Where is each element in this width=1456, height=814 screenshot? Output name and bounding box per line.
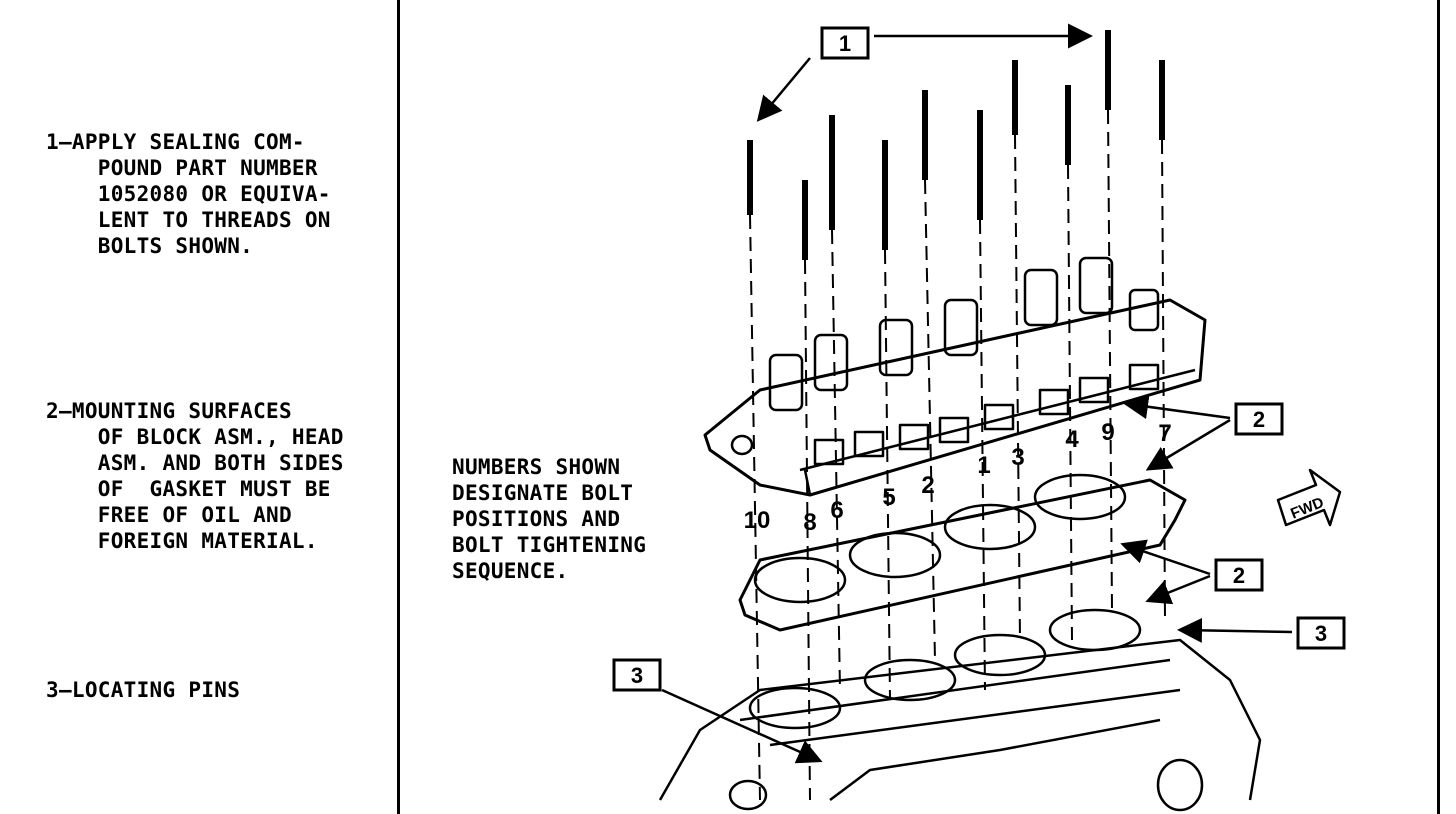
callout-1-label: 1	[839, 31, 851, 56]
sequence-number: 8	[803, 509, 816, 536]
callout-3-right-label: 3	[1315, 621, 1327, 646]
sequence-number: 2	[921, 472, 934, 499]
sequence-number: 7	[1158, 420, 1171, 447]
sequence-number: 5	[882, 484, 895, 511]
callout-2-lower-leader-b	[1145, 574, 1211, 605]
head-bolts	[747, 30, 1166, 801]
note-locating-pins: 3–LOCATING PINS	[46, 678, 241, 702]
sequence-number: 1	[977, 452, 990, 479]
bolt-sequence-caption: NUMBERS SHOWN DESIGNATE BOLT POSITIONS A…	[452, 455, 647, 583]
sequence-number: 6	[830, 497, 843, 524]
note-mounting-surfaces: 2–MOUNTING SURFACES OF BLOCK ASM., HEAD …	[46, 399, 344, 553]
callout-3-left-leader	[661, 688, 823, 764]
callout-1-leader-left	[756, 57, 811, 122]
right-border	[1437, 0, 1440, 814]
sequence-number: 10	[744, 507, 771, 534]
callout-1-box	[820, 26, 870, 60]
callout-3-right-box	[1296, 616, 1346, 650]
engine-block-illustration	[658, 256, 1262, 812]
callout-2-lower-box	[1214, 558, 1264, 592]
callout-2-lower-leader-a	[1120, 539, 1211, 576]
callout-3-left-label: 3	[631, 663, 643, 688]
callout-2-upper-leader-b	[1145, 418, 1231, 471]
column-divider	[397, 0, 400, 814]
callout-3-left-box	[612, 658, 662, 692]
callout-2-lower-label: 2	[1233, 563, 1245, 588]
sequence-number: 3	[1011, 444, 1024, 471]
callout-3-right-leader	[1177, 617, 1293, 643]
note-sealing-compound: 1–APPLY SEALING COM- POUND PART NUMBER 1…	[46, 130, 331, 258]
callout-2-upper-leader-a	[1123, 394, 1231, 420]
sequence-number: 4	[1065, 426, 1079, 453]
sequence-number: 9	[1101, 419, 1114, 446]
callout-2-upper-label: 2	[1253, 407, 1265, 432]
forward-direction-arrow-icon: FWD	[1276, 468, 1342, 527]
callout-2-upper-box	[1234, 402, 1284, 436]
